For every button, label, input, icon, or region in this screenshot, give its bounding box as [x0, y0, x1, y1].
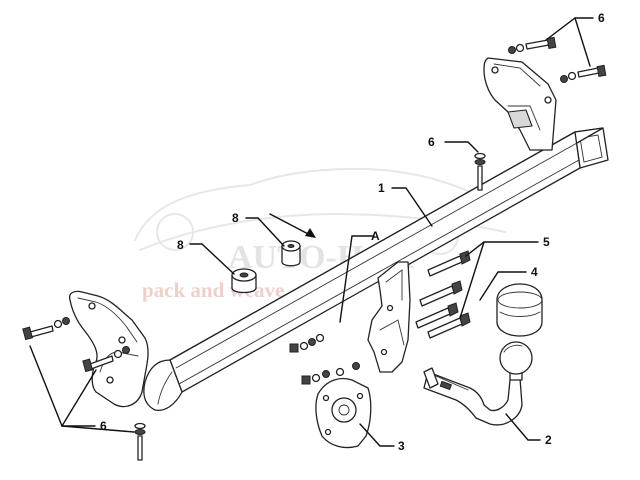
callout-tow-ball: 2: [545, 433, 552, 447]
callout-main-beam: 1: [378, 181, 385, 195]
spacer-upper: [281, 240, 301, 267]
callout-spacer-upper: 8: [232, 211, 239, 225]
main-beam: [143, 127, 609, 411]
fasteners-top-right: [508, 36, 607, 83]
watermark-tagline: pack and weave: [142, 278, 284, 302]
callout-detail-a: A: [371, 229, 380, 243]
ball-cover: [496, 283, 543, 337]
center-mount-plate: [367, 261, 411, 373]
tow-ball-assembly: [423, 341, 533, 426]
fasteners-center: [474, 152, 486, 191]
right-side-bracket: [483, 57, 557, 151]
callout-fasteners-bottom-left: 6: [100, 419, 107, 433]
fasteners-bottom-left: [22, 317, 146, 461]
callout-fasteners-center: 6: [428, 135, 435, 149]
bolt-set: [415, 250, 471, 339]
direction-arrow: [269, 213, 316, 238]
callout-labels: 6 6 1 8 8 A 5 4 2 3 6: [100, 11, 605, 453]
callout-ball-cover: 4: [531, 265, 538, 279]
callout-fasteners-top-right: 6: [598, 11, 605, 25]
leader-lines: [29, 17, 594, 447]
callout-socket-plate: 3: [398, 439, 405, 453]
center-nut-stack: [289, 333, 360, 385]
socket-plate: [315, 377, 372, 449]
callout-bolt-set: 5: [543, 235, 550, 249]
watermark: AUTO-HAK pack and weave: [134, 167, 506, 302]
callout-spacer-lower: 8: [177, 238, 184, 252]
left-side-bracket: [68, 290, 149, 408]
spacer-lower: [231, 268, 257, 294]
